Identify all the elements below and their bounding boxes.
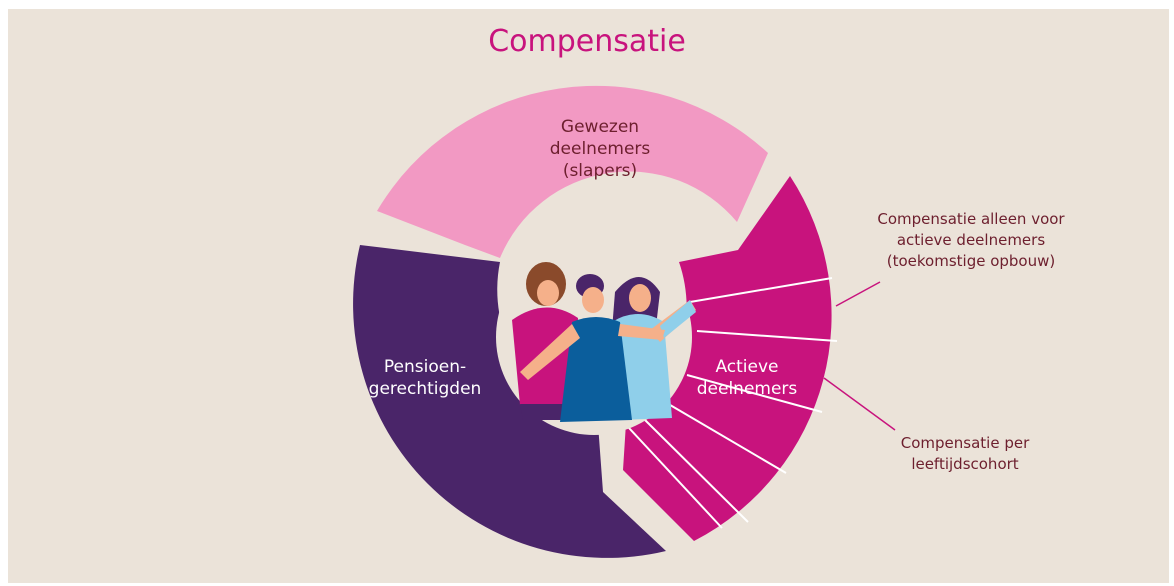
segment-pensioengerechtigden: [353, 245, 666, 558]
annotation-line: actieve deelnemers: [896, 231, 1046, 249]
annotation-line: leeftijdscohort: [911, 455, 1019, 473]
label-pensioengerechtigden: Pensioen- gerechtigden: [345, 356, 505, 400]
label-line: (slapers): [562, 161, 638, 181]
segment-gewezen-deelnemers: [377, 85, 768, 258]
label-line: gerechtigden: [368, 379, 482, 399]
annotation-bottom: Compensatie per leeftijdscohort: [885, 433, 1045, 475]
label-line: deelnemers: [696, 379, 798, 399]
diagram-title: Compensatie: [488, 24, 686, 59]
label-line: Pensioen-: [383, 357, 467, 377]
label-line: deelnemers: [549, 139, 651, 159]
annotation-line: Compensatie per: [900, 434, 1030, 452]
cohort-dividers: [628, 277, 838, 529]
people-illustration-icon: [512, 262, 696, 422]
label-actieve-deelnemers: Actieve deelnemers: [682, 356, 812, 400]
annotation-line: Compensatie alleen voor: [877, 210, 1065, 228]
label-line: Gewezen: [560, 117, 640, 137]
annotation-line: (toekomstige opbouw): [886, 252, 1056, 270]
leader-line-top: [835, 281, 881, 307]
leader-line-bottom: [823, 377, 896, 431]
label-gewezen-deelnemers: Gewezen deelnemers (slapers): [500, 116, 700, 182]
label-line: Actieve: [715, 357, 779, 377]
annotation-top: Compensatie alleen voor actieve deelneme…: [860, 209, 1082, 272]
